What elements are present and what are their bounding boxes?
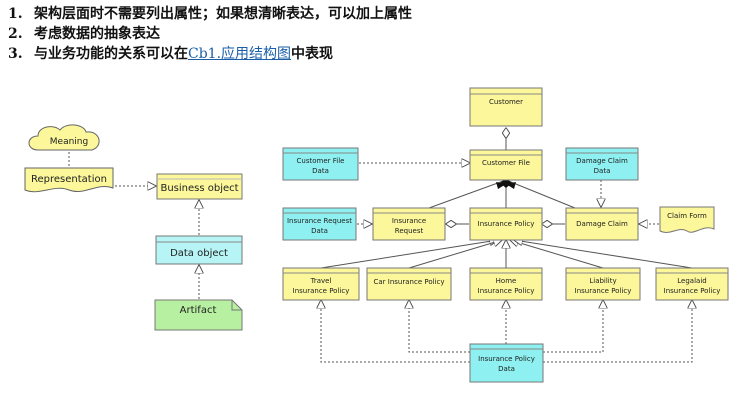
- insurance-request-data-label-1: Insurance Request: [287, 217, 352, 225]
- request-composes-file: [428, 179, 507, 209]
- customer-file-data-label-1: Customer File: [297, 157, 345, 165]
- business-object-box[interactable]: [156, 173, 243, 200]
- liability-specializes-policy: [510, 240, 604, 269]
- policy-data-realizes-legalaid: [543, 300, 692, 363]
- travel-policy-label-2: Insurance Policy: [293, 287, 350, 295]
- home-policy-label-1: Home: [496, 277, 517, 285]
- car-specializes-policy: [408, 240, 502, 269]
- business-object-label: Business object: [160, 183, 238, 194]
- claim-form-label: Claim Form: [667, 212, 707, 220]
- insurance-request-data-label-2: Data: [311, 227, 328, 235]
- structure-diagram-link[interactable]: Cb1.应用结构图: [188, 46, 292, 62]
- note-item-3: 3.与业务功能的关系可以在Cb1.应用结构图中表现: [8, 46, 334, 62]
- damage-claim-label: Damage Claim: [576, 220, 628, 228]
- insurance-request-label-2: Request: [395, 227, 424, 235]
- policy-data-realizes-travel: [321, 300, 470, 363]
- artifact-shape[interactable]: [154, 299, 243, 331]
- customer-label: Customer: [489, 98, 523, 106]
- customer-file-data-label-2: Data: [312, 167, 329, 175]
- legend-group: Meaning Representation Business object D…: [24, 124, 243, 331]
- insurance-policy-data-label-1: Insurance Policy: [478, 355, 535, 363]
- policy-data-realizes-car: [409, 300, 470, 353]
- model-group: Customer Customer File Customer File Dat…: [282, 87, 729, 383]
- travel-policy-label-1: Travel: [310, 277, 332, 285]
- artifact-label: Artifact: [180, 305, 217, 316]
- insurance-policy-data-box[interactable]: [469, 343, 544, 383]
- legalaid-policy-label-1: Legalaid: [677, 277, 706, 285]
- insurance-policy-data-label-2: Data: [498, 365, 515, 373]
- customer-file-label: Customer File: [482, 159, 530, 167]
- damage-claim-data-label-1: Damage Claim: [576, 157, 628, 165]
- liability-policy-label-2: Insurance Policy: [575, 287, 632, 295]
- legalaid-policy-label-2: Insurance Policy: [664, 287, 721, 295]
- notes-list: 1.架构层面时不需要列出属性；如果想清晰表达，可以加上属性 2.考虑数据的抽象表…: [8, 4, 412, 64]
- data-object-label: Data object: [170, 248, 228, 259]
- data-object-box[interactable]: [155, 235, 243, 265]
- claim-composes-file: [505, 179, 576, 209]
- home-policy-label-2: Insurance Policy: [478, 287, 535, 295]
- meaning-label: Meaning: [50, 137, 88, 147]
- travel-specializes-policy: [320, 240, 498, 269]
- representation-label: Representation: [31, 174, 107, 185]
- representation-shape[interactable]: [24, 167, 114, 193]
- note-item-2: 2.考虑数据的抽象表达: [8, 26, 160, 42]
- insurance-policy-label: Insurance Policy: [478, 220, 535, 228]
- note-item-1: 1.架构层面时不需要列出属性；如果想清晰表达，可以加上属性: [8, 6, 412, 22]
- car-policy-label: Car Insurance Policy: [374, 278, 445, 286]
- insurance-request-label-1: Insurance: [392, 217, 426, 225]
- legalaid-specializes-policy: [514, 240, 693, 269]
- policy-data-realizes-liability: [543, 300, 603, 353]
- damage-claim-data-label-2: Data: [594, 167, 611, 175]
- claim-form-shape[interactable]: [659, 206, 715, 233]
- meaning-cloud[interactable]: [28, 124, 100, 151]
- liability-policy-label-1: Liability: [589, 277, 616, 285]
